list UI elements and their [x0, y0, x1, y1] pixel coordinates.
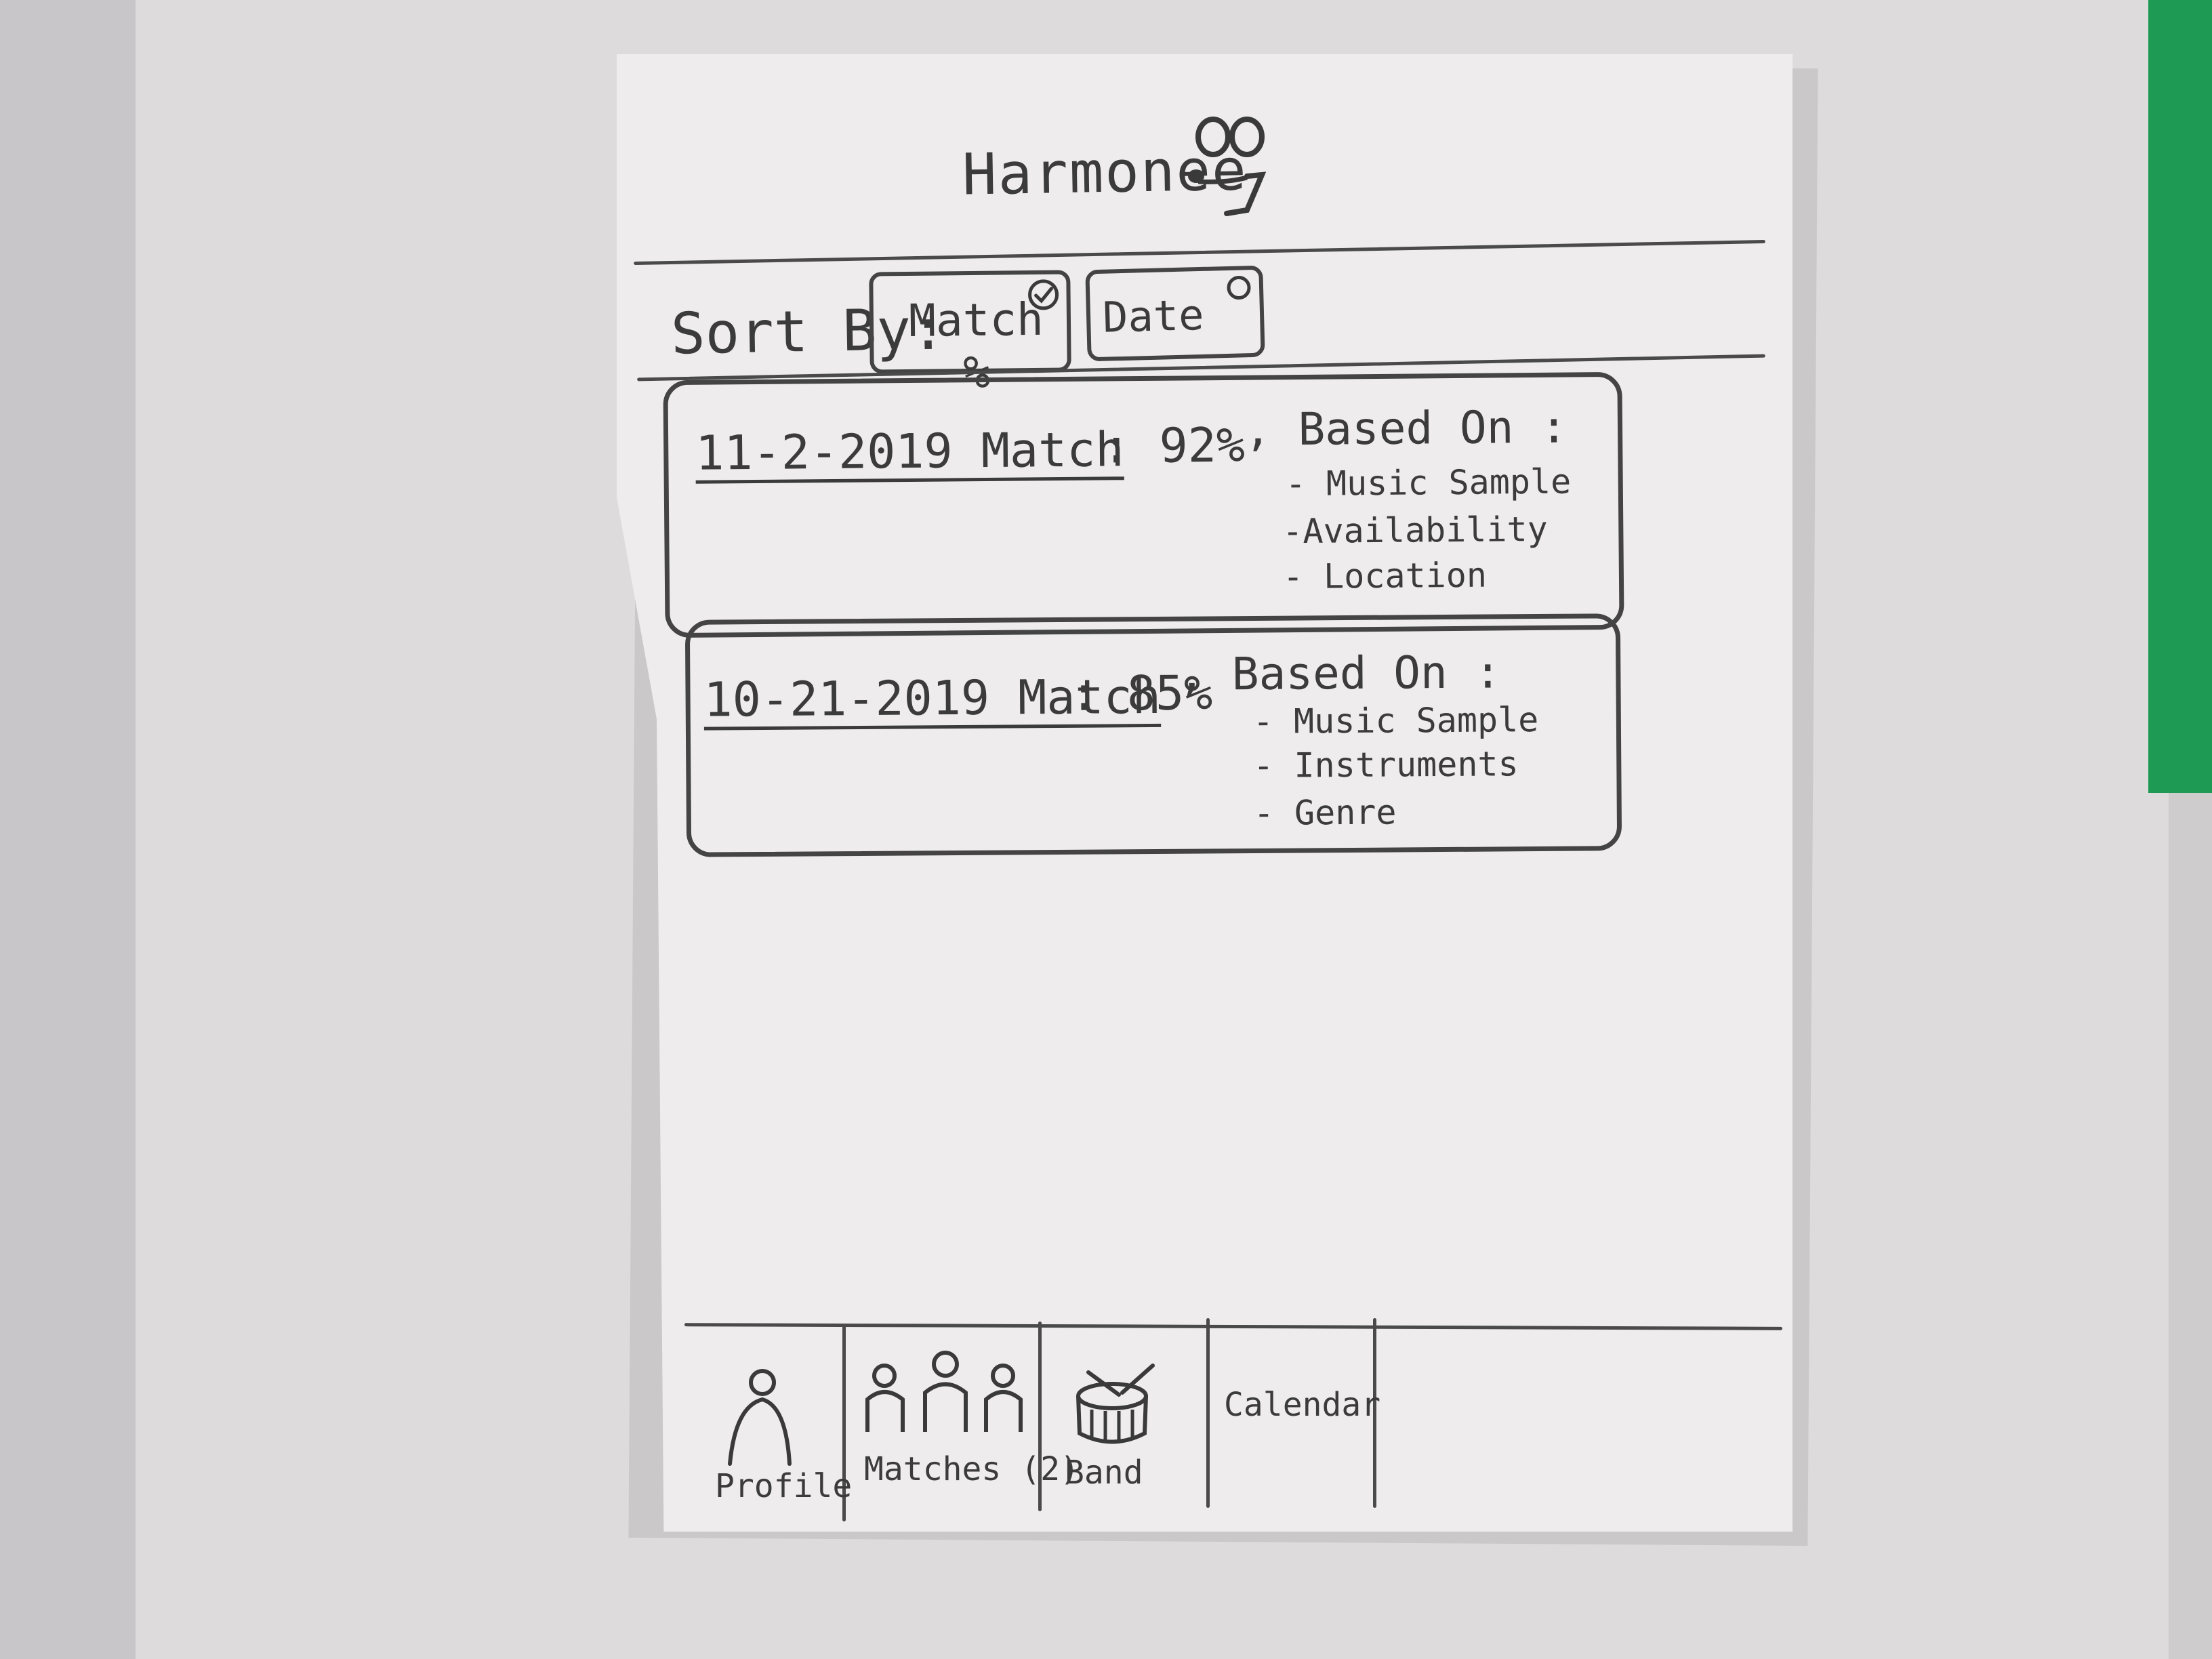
match-reason: - Instruments — [1253, 744, 1519, 785]
group-icon — [865, 1351, 1023, 1432]
sort-match-percent-button[interactable]: Match % — [869, 270, 1071, 398]
match-reason: - Music Sample — [1285, 462, 1572, 504]
tab-profile[interactable]: Profile — [695, 1332, 852, 1515]
match-reason: - Music Sample — [1252, 700, 1539, 741]
music-note-face-icon — [1188, 117, 1267, 216]
match-based-on-label: , Based On : — [1178, 646, 1502, 701]
match-date-link[interactable]: 11-2-2019 Match — [695, 422, 1124, 481]
radio-circle-icon — [1227, 276, 1251, 300]
tab-separator — [1206, 1318, 1210, 1508]
match-based-on-label: , Based On : — [1244, 401, 1568, 456]
paper-screen — [617, 54, 1793, 1532]
match-score: : 92% — [1101, 417, 1246, 474]
tab-calendar-label: Calendar — [1224, 1386, 1381, 1424]
tab-separator — [1038, 1322, 1042, 1511]
tab-calendar[interactable]: Calendar — [1210, 1332, 1380, 1515]
match-reason: - Genre — [1253, 792, 1397, 833]
background-binder — [2148, 0, 2212, 793]
drum-icon — [1076, 1364, 1155, 1444]
match-card[interactable]: 11-2-2019 Match : 92% , Based On : - Mus… — [663, 371, 1624, 638]
tab-band[interactable]: Band — [1041, 1332, 1207, 1515]
tab-matches-label: Matches (2) — [864, 1450, 1080, 1488]
match-card[interactable]: 10-21-2019 Match : 85% , Based On : - Mu… — [684, 613, 1622, 857]
tab-band-label: Band — [1065, 1454, 1143, 1492]
person-icon — [728, 1369, 792, 1466]
match-reason: - Location — [1282, 555, 1488, 597]
tab-separator — [842, 1325, 846, 1521]
tab-profile-label: Profile — [715, 1467, 853, 1505]
match-reason: -Availability — [1282, 509, 1548, 552]
checkmark-circle-icon — [1028, 279, 1059, 310]
sort-date-button[interactable]: Date — [1085, 265, 1265, 362]
tab-separator — [1373, 1318, 1376, 1508]
sort-option-label: Date — [1102, 289, 1205, 342]
tab-matches[interactable]: Matches (2) — [847, 1332, 1080, 1515]
